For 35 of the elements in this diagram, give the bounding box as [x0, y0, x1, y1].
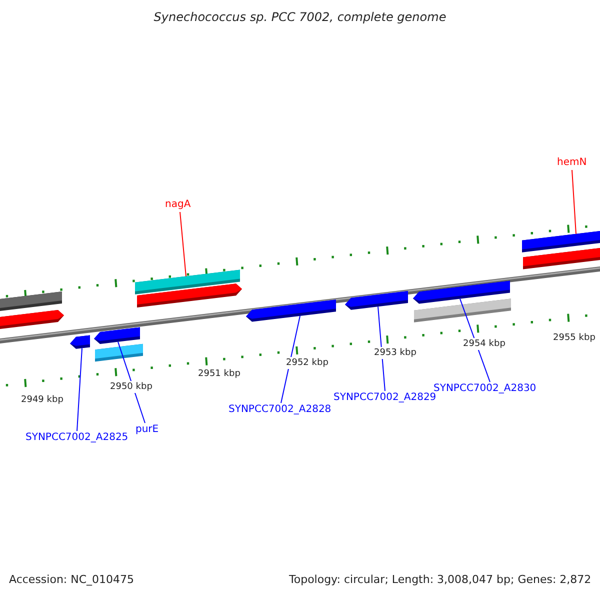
gene-feature [137, 284, 242, 308]
gene-label: purE [136, 424, 159, 436]
leader-line [572, 170, 576, 234]
gene-feature [345, 291, 408, 310]
gene-feature [70, 335, 90, 349]
gene-label: SYNPCC7002_A2829 [334, 392, 436, 404]
gene-label: SYNPCC7002_A2830 [434, 383, 536, 395]
gene-feature [413, 280, 510, 304]
gene-feature [414, 298, 511, 322]
scale-label: 2950 kbp [110, 381, 152, 393]
gene-feature [246, 300, 336, 322]
gene-label: nagA [165, 199, 191, 211]
scale-label: 2954 kbp [463, 338, 506, 350]
title: Synechococcus sp. PCC 7002, complete genome [152, 11, 448, 23]
gene-label: SYNPCC7002_A2825 [26, 432, 128, 444]
gene-feature [95, 344, 143, 362]
gene-feature [0, 292, 62, 311]
gene-feature [523, 247, 600, 270]
leader-line [76, 348, 82, 432]
leader-line [378, 306, 386, 392]
scale-label: 2952 kbp [286, 357, 328, 369]
leader-line [280, 316, 300, 404]
scale-label: 2955 kbp [553, 332, 596, 344]
gene-label: SYNPCC7002_A2828 [228, 404, 332, 416]
scale-label: 2949 kbp [21, 394, 64, 406]
gene-feature [94, 327, 140, 344]
gene-label: hemN [557, 157, 587, 169]
scale-label: 2951 kbp [198, 368, 240, 380]
leader-line [180, 212, 186, 277]
accession-text: Accession: NC_010475 [9, 574, 134, 586]
gene-feature [0, 310, 64, 330]
genome-summary: Topology: circular; Length: 3,008,047 bp; Genes: 2,872 [289, 574, 592, 586]
leader-line [118, 341, 146, 424]
scale-label: 2953 kbp [374, 347, 416, 359]
gene-feature [522, 230, 600, 252]
